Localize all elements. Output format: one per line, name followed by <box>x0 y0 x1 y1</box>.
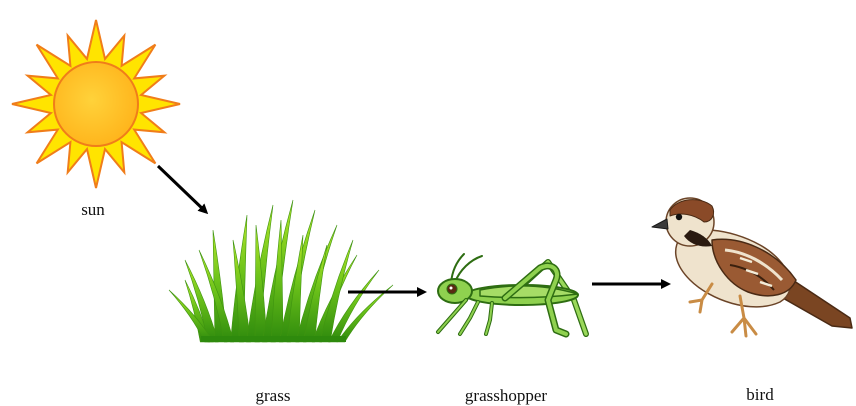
grass-blade <box>271 220 283 342</box>
grasshopper-label: grasshopper <box>465 386 547 406</box>
grass-icon <box>169 200 393 342</box>
grass-base <box>201 336 346 342</box>
grasshopper-icon <box>438 254 586 334</box>
sun-icon <box>12 20 180 188</box>
grass-label: grass <box>256 386 291 406</box>
sun-label: sun <box>81 200 105 220</box>
sparrow-icon <box>652 198 852 336</box>
bird-label: bird <box>746 385 773 405</box>
arrow-sun-to-grass <box>158 166 206 212</box>
